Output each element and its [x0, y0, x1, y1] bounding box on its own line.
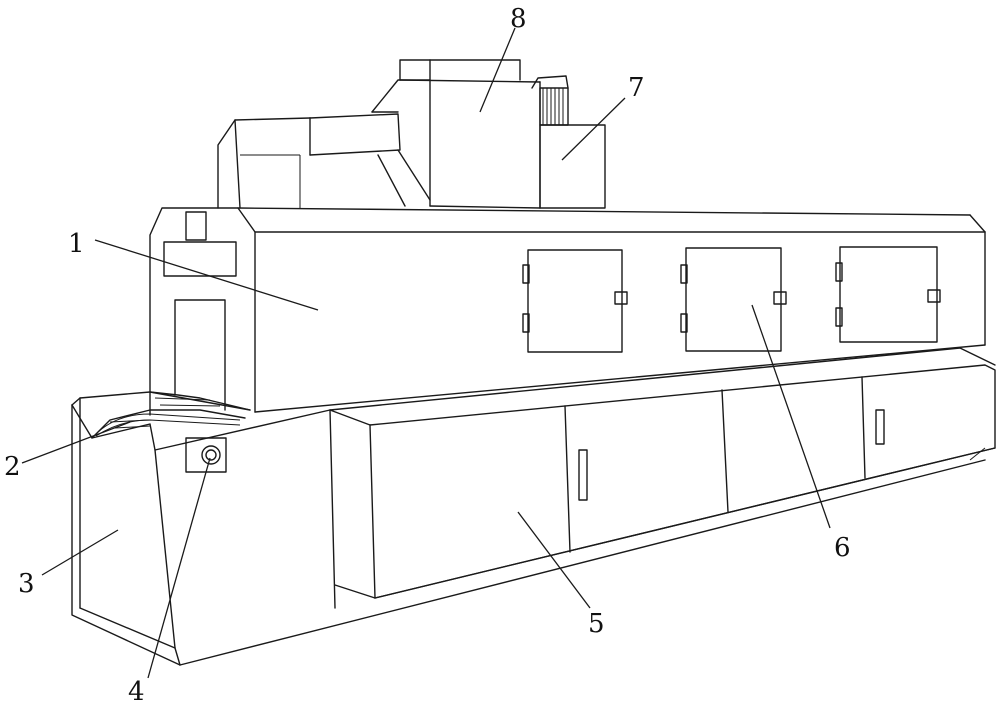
window-2 — [680, 247, 787, 352]
oven-body — [149, 207, 986, 416]
leader-lines — [21, 27, 831, 679]
motor-unit — [531, 75, 606, 209]
reference-numerals: 1 2 3 4 5 6 7 8 — [4, 4, 851, 703]
leader-3 — [41, 529, 119, 576]
leader-5 — [517, 511, 591, 609]
leader-4 — [147, 457, 211, 679]
window-1 — [522, 249, 628, 353]
leader-7 — [561, 97, 626, 161]
leader-8 — [479, 27, 516, 113]
duct-assembly — [217, 59, 541, 209]
leader-1 — [94, 239, 319, 311]
leader-2 — [21, 421, 131, 464]
label-4: 4 — [128, 677, 145, 703]
lower-cabinet — [329, 347, 996, 599]
leader-6 — [751, 304, 831, 529]
label-6: 6 — [834, 533, 851, 563]
label-2: 2 — [4, 452, 21, 482]
inspection-windows — [522, 246, 941, 353]
front-frame — [71, 397, 986, 666]
label-3: 3 — [18, 569, 35, 599]
label-8: 8 — [510, 4, 527, 34]
conveyor-belt — [71, 391, 251, 439]
label-5: 5 — [588, 609, 605, 639]
label-7: 7 — [628, 73, 645, 103]
label-1: 1 — [68, 229, 85, 259]
window-3 — [835, 246, 941, 343]
